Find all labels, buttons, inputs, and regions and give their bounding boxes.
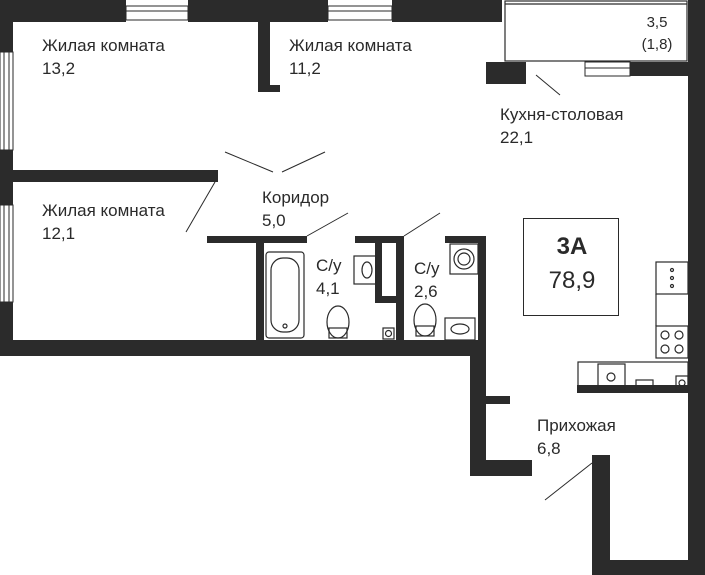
fixtures xyxy=(265,243,689,393)
room-name-hall: Прихожая xyxy=(537,416,616,435)
apartment-type: 3А xyxy=(556,233,588,260)
balcony-outline xyxy=(504,0,688,62)
room-name-corridor: Коридор xyxy=(262,188,330,207)
room-area-bath2: 2,6 xyxy=(414,282,438,301)
room-area-corridor: 5,0 xyxy=(262,211,286,230)
room-name-bath1: С/у xyxy=(316,256,342,275)
room-area-hall: 6,8 xyxy=(537,439,561,458)
room-name-living2: Жилая комната xyxy=(289,36,412,55)
room-area-living1: 13,2 xyxy=(42,59,76,78)
room-name-bath2: С/у xyxy=(414,259,440,278)
apartment-badge: 3А 78,9 xyxy=(523,218,619,316)
room-name-living3: Жилая комната xyxy=(42,201,165,220)
room-name-living1: Жилая комната xyxy=(42,36,165,55)
room-area-living2: 11,2 xyxy=(289,59,321,78)
balcony-area-reduced: (1,8) xyxy=(641,36,673,53)
balcony-area: 3,5 xyxy=(646,14,668,31)
room-area-bath1: 4,1 xyxy=(316,279,340,298)
windows xyxy=(0,5,631,303)
room-area-living3: 12,1 xyxy=(42,224,76,243)
room-name-kitchen: Кухня-столовая xyxy=(500,105,624,124)
apartment-total-area: 78,9 xyxy=(548,267,596,294)
room-area-kitchen: 22,1 xyxy=(500,128,534,147)
door-lines xyxy=(185,74,593,501)
